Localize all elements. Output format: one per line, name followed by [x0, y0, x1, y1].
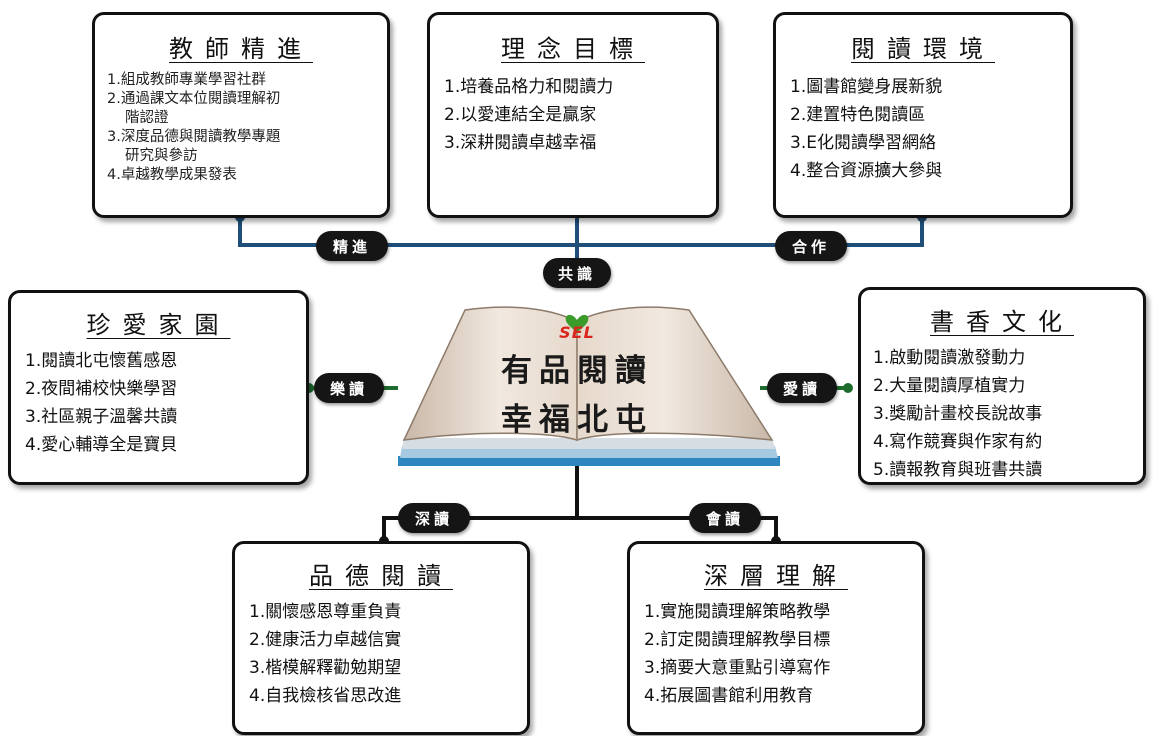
list-item-continuation: 階認證 [125, 110, 169, 126]
list-item: 4.自我檢核省思改進 [249, 686, 402, 706]
list-item: 3.深耕閱讀卓越幸福 [444, 133, 597, 153]
reading-environment-list: 1.圖書館變身展新貌 2.建置特色閱讀區 3.E化閱讀學習網絡 4.整合資源擴大… [790, 73, 942, 185]
moral-reading-title: 品德閱讀 [309, 562, 453, 590]
bottom-connector [382, 465, 778, 540]
list-item: 2.訂定閱讀理解教學目標 [644, 630, 831, 650]
open-book [398, 306, 780, 466]
list-item: 1.關懷感恩尊重負責 [249, 602, 402, 622]
concept-goals-title: 理念目標 [501, 35, 645, 63]
list-item: 4.拓展圖書館利用教育 [644, 686, 814, 706]
concept-goals-list: 1.培養品格力和閱讀力 2.以愛連結全是贏家 3.深耕閱讀卓越幸福 [444, 73, 613, 157]
deep-understanding-title: 深層理解 [704, 562, 848, 590]
teacher-growth-title: 教師精進 [169, 35, 313, 63]
list-item: 4.寫作競賽與作家有約 [873, 432, 1043, 452]
list-item: 3.摘要大意重點引導寫作 [644, 658, 831, 678]
list-item: 2.建置特色閱讀區 [790, 105, 926, 125]
book-culture-title: 書香文化 [930, 308, 1074, 336]
list-item-continuation: 研究與參訪 [125, 148, 198, 164]
teacher-growth-list: 1.組成教師專業學習社群 2.通過課文本位閱讀理解初 階認證 3.深度品德與閱讀… [107, 71, 280, 185]
connector-label-top-right: 合作 [775, 231, 847, 261]
moral-reading-box: 品德閱讀 1.關懷感恩尊重負責 2.健康活力卓越信實 3.楷模解釋勸勉期望 4.… [232, 541, 530, 735]
list-item: 2.通過課文本位閱讀理解初 [107, 91, 281, 107]
moral-reading-list: 1.關懷感恩尊重負責 2.健康活力卓越信實 3.楷模解釋勸勉期望 4.自我檢核省… [249, 598, 401, 710]
list-item: 1.閱讀北屯懷舊感恩 [25, 351, 178, 371]
cherish-home-title: 珍愛家園 [86, 311, 231, 339]
list-item: 4.愛心輔導全是寶貝 [25, 435, 178, 455]
list-item: 2.大量閱讀厚植實力 [873, 376, 1026, 396]
connector-label-top: 共識 [543, 258, 611, 288]
culture-node [843, 383, 853, 393]
connector-label-bottom-right: 會讀 [689, 503, 761, 533]
list-item: 3.楷模解釋勸勉期望 [249, 658, 402, 678]
list-item: 4.卓越教學成果發表 [107, 167, 237, 183]
reading-environment-title: 閱讀環境 [851, 35, 995, 63]
book-culture-list: 1.啟動閱讀激發動力 2.大量閱讀厚植實力 3.獎勵計畫校長說故事 4.寫作競賽… [873, 344, 1042, 484]
list-item: 1.啟動閱讀激發動力 [873, 348, 1026, 368]
list-item: 3.深度品德與閱讀教學專題 [107, 129, 281, 145]
list-item: 3.E化閱讀學習網絡 [790, 133, 936, 153]
connector-label-left: 樂讀 [314, 373, 384, 403]
book-title-line1: 有品閱讀 [501, 353, 653, 389]
deep-understanding-box: 深層理解 1.實施閱讀理解策略教學 2.訂定閱讀理解教學目標 3.摘要大意重點引… [627, 541, 925, 735]
list-item: 1.圖書館變身展新貌 [790, 77, 943, 97]
connector-label-bottom-left: 深讀 [398, 503, 470, 533]
list-item: 1.培養品格力和閱讀力 [444, 77, 614, 97]
book-title-line2: 幸福北屯 [501, 402, 653, 438]
list-item: 3.社區親子溫馨共讀 [25, 407, 178, 427]
reading-environment-box: 閱讀環境 1.圖書館變身展新貌 2.建置特色閱讀區 3.E化閱讀學習網絡 4.整… [773, 12, 1073, 218]
teacher-growth-box: 教師精進 1.組成教師專業學習社群 2.通過課文本位閱讀理解初 階認證 3.深度… [92, 12, 390, 218]
logo-text: SEL [559, 323, 595, 342]
list-item: 2.以愛連結全是贏家 [444, 105, 597, 125]
list-item: 3.獎勵計畫校長說故事 [873, 404, 1043, 424]
list-item: 4.整合資源擴大參與 [790, 161, 943, 181]
list-item: 1.組成教師專業學習社群 [107, 72, 266, 88]
book-culture-box: 書香文化 1.啟動閱讀激發動力 2.大量閱讀厚植實力 3.獎勵計畫校長說故事 4… [858, 287, 1146, 485]
connector-label-top-left: 精進 [316, 231, 388, 261]
list-item: 2.健康活力卓越信實 [249, 630, 402, 650]
sel-logo-icon [565, 314, 589, 332]
deep-understanding-list: 1.實施閱讀理解策略教學 2.訂定閱讀理解教學目標 3.摘要大意重點引導寫作 4… [644, 598, 830, 710]
cherish-home-list: 1.閱讀北屯懷舊感恩 2.夜間補校快樂學習 3.社區親子溫馨共讀 4.愛心輔導全… [25, 347, 177, 459]
concept-goals-box: 理念目標 1.培養品格力和閱讀力 2.以愛連結全是贏家 3.深耕閱讀卓越幸福 [427, 12, 719, 218]
list-item: 2.夜間補校快樂學習 [25, 379, 178, 399]
list-item: 1.實施閱讀理解策略教學 [644, 602, 831, 622]
cherish-home-box: 珍愛家園 1.閱讀北屯懷舊感恩 2.夜間補校快樂學習 3.社區親子溫馨共讀 4.… [8, 290, 309, 485]
list-item: 5.讀報教育與班書共讀 [873, 460, 1043, 480]
connector-label-right: 愛讀 [767, 373, 837, 403]
